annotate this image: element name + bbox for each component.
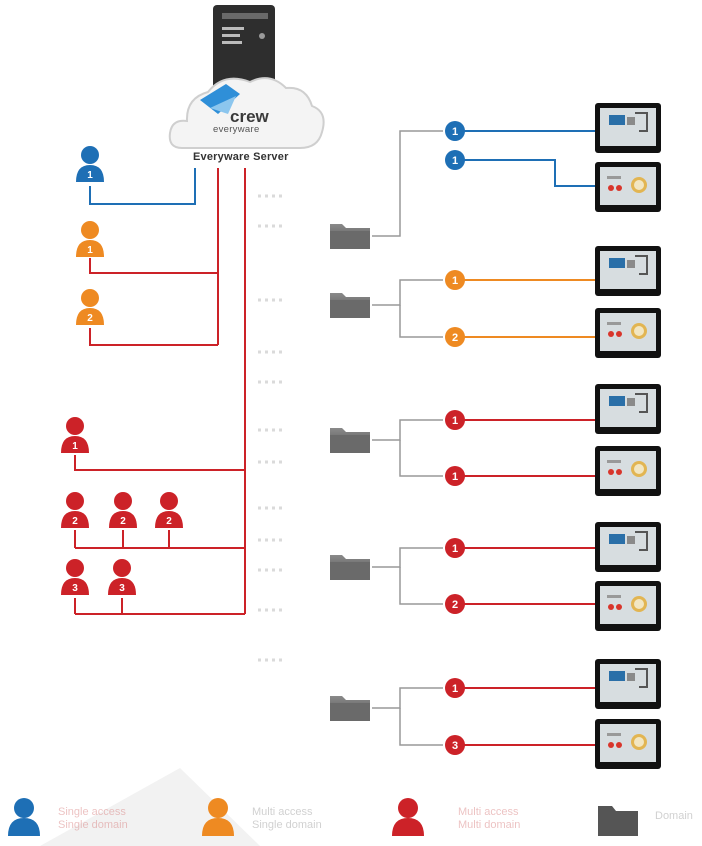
cloud-icon: [168, 77, 325, 149]
screen-controls-icon: [595, 446, 661, 496]
multi-domain-user-icon: 1: [61, 417, 89, 453]
domain-branch-line: [399, 305, 443, 338]
screens-layer: [595, 103, 661, 769]
user-number: 1: [72, 441, 78, 452]
screen-dashboard-icon: [595, 246, 661, 296]
domain-badge: 3: [445, 735, 465, 755]
domain-branch-line: [372, 419, 443, 441]
screen-dashboard-icon: [595, 384, 661, 434]
legend-multi-domain-icon: [392, 798, 424, 836]
domain-branch-line: [399, 567, 443, 605]
badge-number: 1: [452, 683, 458, 695]
user-number: 2: [120, 516, 126, 527]
server-tower-icon: [213, 5, 275, 90]
user-number: 2: [166, 516, 172, 527]
legend-domain-icon: [598, 806, 638, 836]
legend-domain-text: Domain: [655, 810, 693, 822]
domain-badge: 1: [445, 270, 465, 290]
user-number: 2: [87, 313, 93, 324]
connector-lines: [74, 130, 595, 746]
server-label: Everyware Server: [193, 151, 289, 163]
badge-number: 2: [452, 599, 458, 611]
folder-icon: [330, 696, 370, 721]
screen-controls-icon: [595, 581, 661, 631]
badge-number: 3: [452, 740, 458, 752]
logo-tagline: everyware: [213, 124, 260, 135]
blue-user-line: [89, 168, 196, 205]
orange-user1-line: [89, 258, 218, 274]
folder-icon: [330, 555, 370, 580]
screen-controls-icon: [595, 719, 661, 769]
screen-dashboard-icon: [595, 659, 661, 709]
domain-badge: 1: [445, 150, 465, 170]
domain-badge: 1: [445, 410, 465, 430]
domain-folders: [330, 224, 370, 721]
domain-branch-line: [372, 279, 443, 306]
domain-badge: 2: [445, 327, 465, 347]
badge-number: 1: [452, 126, 458, 138]
folder-icon: [330, 224, 370, 249]
user-number: 1: [87, 245, 93, 256]
domain-badge: 1: [445, 538, 465, 558]
folder-icon: [330, 428, 370, 453]
multi-access-user-icon: 1: [76, 221, 104, 257]
user-number: 3: [72, 583, 78, 594]
multi-access-user-icon: 2: [76, 289, 104, 325]
single-access-user-icon: 1: [76, 146, 104, 182]
screen-controls-icon: [595, 308, 661, 358]
users-layer: 1 1 2 1 2 2 2 3 3: [61, 146, 183, 595]
user-number: 3: [119, 583, 125, 594]
orange-user2-line: [89, 328, 218, 346]
multi-domain-user-icon: 3: [108, 559, 136, 595]
legend-icons: [8, 798, 638, 836]
logo-word: crew: [230, 107, 269, 126]
screen-dashboard-icon: [595, 522, 661, 572]
domain-badge: 1: [445, 466, 465, 486]
badge-screen-line: [455, 159, 595, 187]
domain-badges: 1 1 1 2 1 1 1 2 1 3: [445, 121, 465, 755]
red-user1-line: [74, 455, 245, 471]
badge-number: 1: [452, 155, 458, 167]
badge-number: 1: [452, 415, 458, 427]
user-number: 1: [87, 170, 93, 181]
badge-number: 2: [452, 332, 458, 344]
domain-branch-line: [399, 440, 443, 477]
multi-domain-user-icon: 2: [61, 492, 89, 528]
badge-number: 1: [452, 471, 458, 483]
domain-branch-line: [372, 687, 443, 709]
domain-branch-line: [372, 130, 443, 237]
multi-domain-user-icon: 2: [155, 492, 183, 528]
multi-domain-user-icon: 3: [61, 559, 89, 595]
domain-badge: 1: [445, 678, 465, 698]
multi-domain-user-icon: 2: [109, 492, 137, 528]
folder-icon: [330, 293, 370, 318]
badge-number: 1: [452, 275, 458, 287]
screen-dashboard-icon: [595, 103, 661, 153]
domain-badge: 2: [445, 594, 465, 614]
screen-controls-icon: [595, 162, 661, 212]
legend-multi-access-icon: [202, 798, 234, 836]
domain-branch-line: [372, 547, 443, 568]
user-number: 2: [72, 516, 78, 527]
badge-number: 1: [452, 543, 458, 555]
legend-single-icon: [8, 798, 40, 836]
domain-badge: 1: [445, 121, 465, 141]
domain-branch-line: [399, 708, 443, 746]
